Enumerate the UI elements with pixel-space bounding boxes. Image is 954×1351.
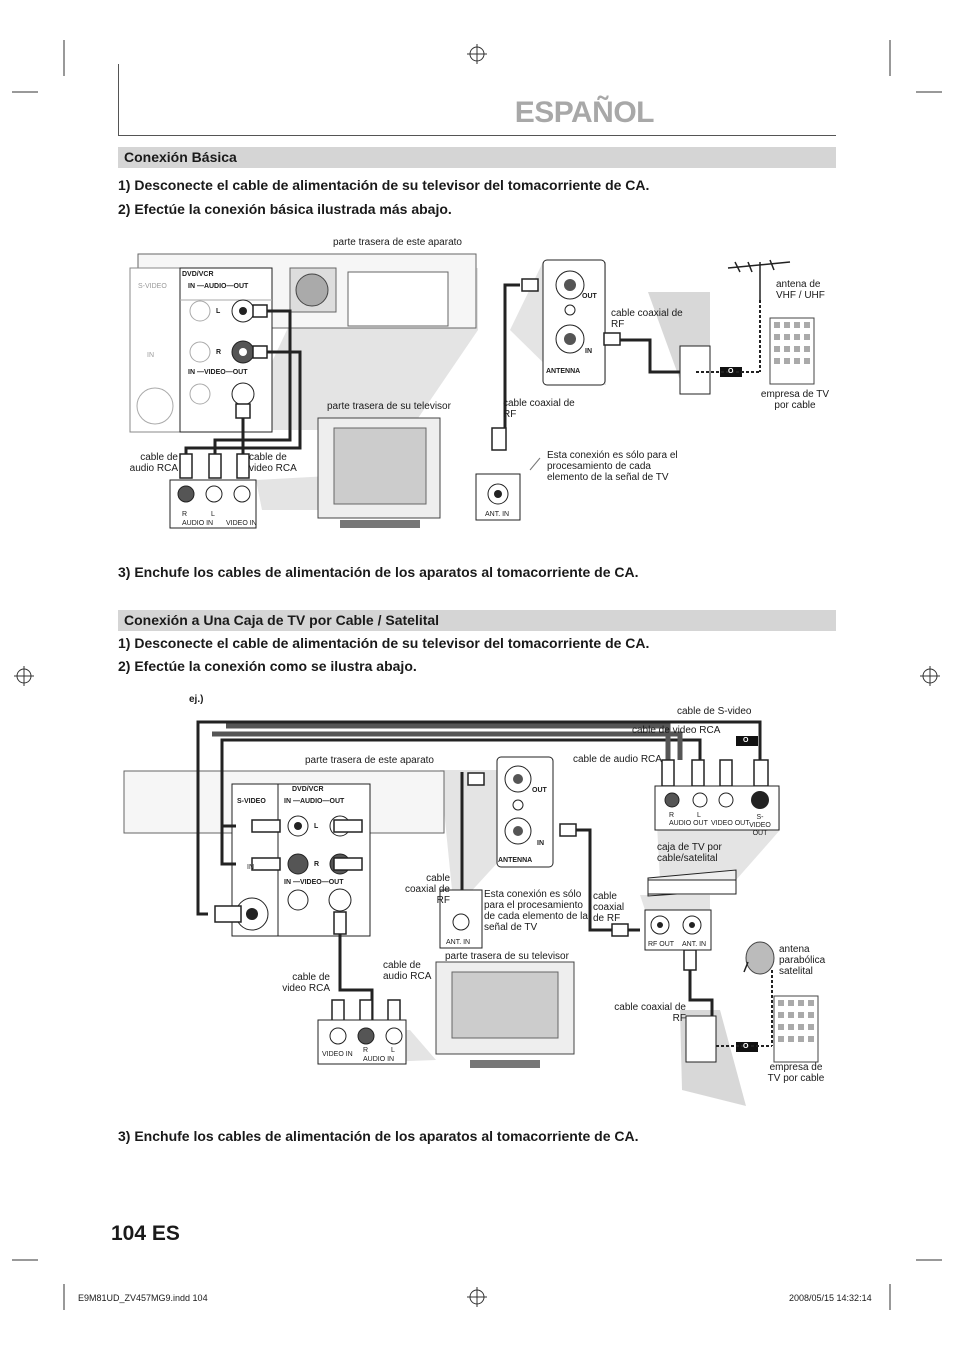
label-coax-rf-2: cable coaxial de RF: [503, 398, 575, 420]
step-1b: 1) Desconecte el cable de alimentación d…: [118, 635, 650, 651]
label-svideo-cable: cable de S-video: [677, 706, 752, 717]
label-video-in: VIDEO IN: [226, 520, 257, 527]
label-coax-rf-a: cable coaxial de RF: [404, 873, 450, 906]
label-r-box: R: [669, 812, 675, 819]
label-coax-rf-c: cable coaxial de RF: [614, 1002, 686, 1024]
label-note-2: Esta conexión es sólo para el procesamie…: [484, 889, 588, 933]
label-l: L: [216, 308, 221, 315]
step-1: 1) Desconecte el cable de alimentación d…: [118, 177, 650, 193]
label-in-video-out: IN —VIDEO—OUT: [188, 369, 248, 376]
label-svideo-out: S-VIDEO OUT: [749, 814, 771, 837]
label-wall-o-bottom: O: [743, 1043, 749, 1050]
label-out-2: OUT: [532, 787, 547, 794]
label-audio-out: AUDIO OUT: [669, 820, 708, 827]
label-antenna-in: IN: [585, 348, 592, 355]
label-dvdvcr: DVD/VCR: [182, 271, 214, 278]
label-audio-rca: cable de audio RCA: [129, 452, 178, 474]
label-r: R: [216, 349, 222, 356]
footer-file: E9M81UD_ZV457MG9.indd 104: [78, 1293, 208, 1303]
label-ant-in-2: ANT. IN: [446, 939, 471, 946]
label-audio-in: AUDIO IN: [182, 520, 214, 527]
label-cable-company-2: empresa de TV por cable: [767, 1062, 825, 1084]
page-number: 104 ES: [111, 1222, 180, 1245]
label-in-video-out-2: IN —VIDEO—OUT: [284, 879, 344, 886]
label-cable-company: empresa de TV por cable: [760, 389, 830, 411]
label-video-rca-left: cable de video RCA: [282, 972, 330, 994]
section-heading-cable: Conexión a Una Caja de TV por Cable / Sa…: [118, 610, 836, 631]
label-wall-o: O: [728, 368, 734, 375]
label-example: ej.): [189, 694, 204, 705]
page-title: ESPAÑOL: [514, 96, 655, 129]
label-audio-rca-top: cable de audio RCA: [573, 754, 662, 765]
label-ant-in: ANT. IN: [485, 511, 510, 518]
label-rear-tv-2: parte trasera de su televisor: [445, 951, 569, 962]
label-r-tv: R: [363, 1047, 369, 1054]
label-in-audio-out-2: IN —AUDIO—OUT: [284, 798, 345, 805]
label-video-rca: cable de video RCA: [249, 452, 297, 474]
label-note: Esta conexión es sólo para el procesamie…: [547, 450, 678, 483]
label-in: IN: [147, 352, 154, 359]
label-antenna: ANTENNA: [546, 368, 581, 375]
title-frame: [118, 64, 836, 136]
label-antenna-2: ANTENNA: [498, 857, 533, 864]
label-dvdvcr-2: DVD/VCR: [292, 786, 324, 793]
label-video-out: VIDEO OUT: [711, 820, 750, 827]
label-out: OUT: [582, 293, 597, 300]
label-dish: antena parabólica satelital: [779, 944, 826, 977]
label-svideo-2: S-VIDEO: [237, 798, 266, 805]
label-rear-this-unit: parte trasera de este aparato: [333, 237, 462, 248]
label-l-box: L: [697, 812, 701, 819]
label-l-small: L: [211, 511, 215, 518]
label-rf-out: RF OUT: [648, 941, 675, 948]
label-rear-tv: parte trasera de su televisor: [327, 401, 451, 412]
label-svideo: S-VIDEO: [138, 283, 167, 290]
label-cable-box: caja de TV por cable/satelital: [657, 842, 722, 864]
step-3b: 3) Enchufe los cables de alimentación de…: [118, 1128, 639, 1144]
label-ant-in-3: ANT. IN: [682, 941, 707, 948]
label-in-audio-out: IN —AUDIO—OUT: [188, 283, 249, 290]
step-2: 2) Efectúe la conexión básica ilustrada …: [118, 201, 452, 217]
section-heading-basic: Conexión Básica: [118, 147, 836, 168]
label-audio-rca-mid: cable de audio RCA: [383, 960, 432, 982]
registration-mark-icon: [14, 44, 940, 1307]
label-l-tv: L: [391, 1047, 395, 1054]
label-antenna-vhf: antena de VHF / UHF: [776, 279, 825, 301]
label-r-2: R: [314, 861, 320, 868]
label-video-rca-top: cable de video RCA: [632, 725, 721, 736]
label-video-in-2: VIDEO IN: [322, 1051, 353, 1058]
label-audio-in-2: AUDIO IN: [363, 1056, 395, 1063]
label-rear-this-unit-2: parte trasera de este aparato: [305, 755, 434, 766]
footer-date: 2008/05/15 14:32:14: [789, 1293, 872, 1303]
step-2b: 2) Efectúe la conexión como se ilustra a…: [118, 658, 417, 674]
label-l-2: L: [314, 823, 319, 830]
label-coax-rf-1: cable coaxial de RF: [611, 308, 683, 330]
label-coax-rf-b: cable coaxial de RF: [593, 891, 625, 924]
label-in-2: IN: [247, 864, 254, 871]
step-3: 3) Enchufe los cables de alimentación de…: [118, 564, 639, 580]
label-r-small: R: [182, 511, 188, 518]
label-wall-o-top: O: [743, 737, 749, 744]
label-antenna-in-2: IN: [537, 840, 544, 847]
